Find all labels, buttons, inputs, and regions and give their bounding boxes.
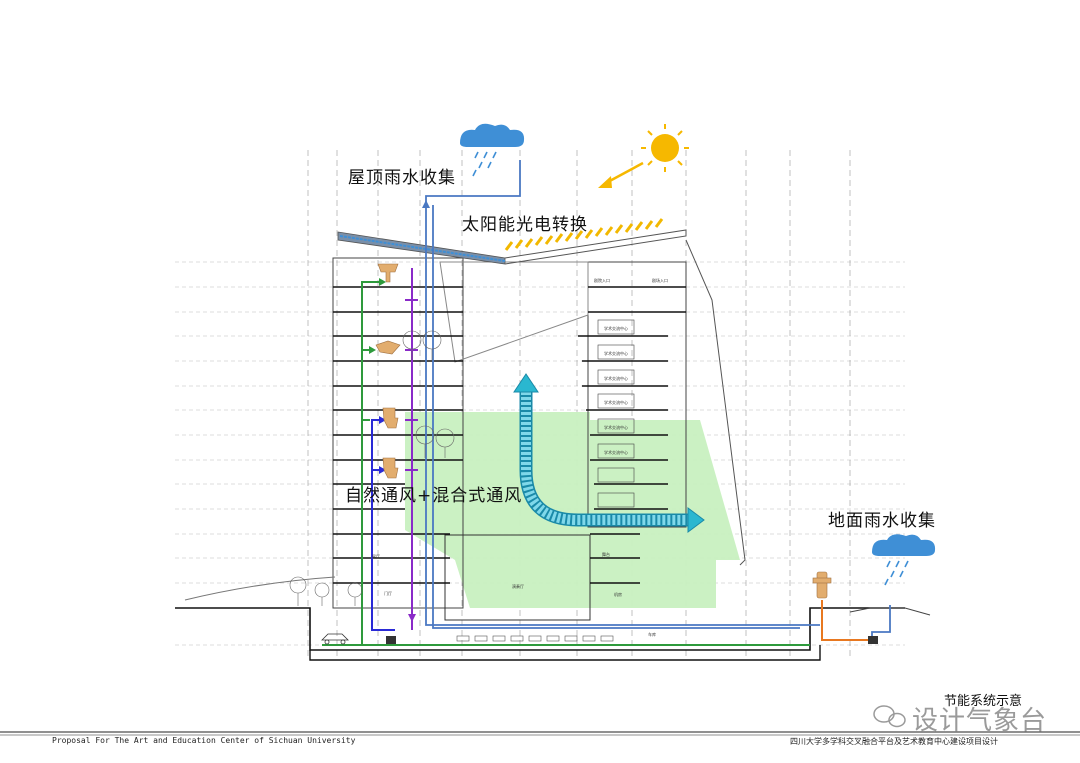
pump-box: [386, 636, 396, 644]
rain-cloud-icon-roof: [460, 123, 525, 177]
pipe-arrow: [422, 200, 430, 208]
roof-rain-label: 屋顶雨水收集: [348, 168, 456, 188]
room-label: 学术交流中心: [604, 350, 628, 356]
sun-icon: [641, 124, 689, 172]
pipe-arrow: [408, 614, 416, 622]
room-label: 学术交流中心: [604, 375, 628, 381]
room-label: 舞台: [602, 551, 610, 557]
toilet-icon: [382, 407, 399, 429]
ground-rain-label: 地面雨水收集: [828, 511, 936, 531]
wechat-icon: [873, 705, 906, 728]
toilet-icon: [382, 457, 399, 479]
room-label: 学术交流中心: [604, 424, 628, 430]
roof-slope-right: [504, 229, 687, 265]
roof-rainwater-pipe: [425, 160, 820, 629]
washbasin-icon: [375, 340, 401, 355]
fire-hydrant-icon: [812, 571, 832, 599]
room-label: 门厅: [384, 590, 392, 596]
room-label: 展厅: [372, 553, 380, 559]
supply-water-pipe: [371, 419, 395, 631]
room-label: 学术交流中心: [604, 325, 628, 331]
rain-cloud-icon-ground: [872, 534, 936, 586]
room-label: 剧院入口: [594, 277, 610, 283]
pipe-arrow: [379, 416, 386, 424]
room-label: 车库: [648, 631, 656, 637]
orange-pipe: [821, 600, 872, 641]
ventilation-label: 自然通风+混合式通风: [345, 486, 523, 506]
washbasin-icon: [377, 263, 399, 283]
pipe-arrow: [379, 466, 386, 474]
solar-panels: [504, 218, 664, 251]
sunlight-arrow: [598, 161, 644, 188]
ventilation-zone: [405, 412, 740, 608]
solar-label: 太阳能光电转换: [462, 215, 588, 235]
airflow-arrow: [513, 373, 705, 533]
room-label: 学术交流中心: [604, 449, 628, 455]
car-icon: [321, 633, 349, 645]
column-grid-lines: [307, 150, 851, 660]
watermark-text: 设计气象台: [912, 706, 1048, 736]
footer-left-text: Proposal For The Art and Education Cente…: [52, 736, 356, 745]
left-tower-floors: [333, 286, 463, 584]
pump-box: [868, 636, 878, 644]
pipe-arrow: [379, 278, 386, 286]
pipe-arrow: [369, 346, 376, 354]
drain-pipe: [405, 268, 418, 630]
tree-icon: [289, 330, 455, 606]
building-structure: [175, 239, 931, 661]
right-tower-rooms: [597, 319, 635, 508]
room-label: 剧场入口: [652, 277, 668, 283]
footer-right-text: 四川大学多学科交叉融合平台及艺术教育中心建设项目设计: [790, 737, 998, 746]
room-label: 机房: [614, 591, 622, 597]
diagram-title: 节能系统示意: [944, 694, 1023, 709]
room-labels: 剧院入口 剧场入口 学术交流中心 学术交流中心 学术交流中心 学术交流中心 学术…: [372, 277, 668, 637]
room-label: 演奏厅: [512, 583, 524, 589]
room-label: 学术交流中心: [604, 399, 628, 405]
right-tower-floors: [578, 286, 686, 584]
basement-seats: [456, 635, 614, 642]
